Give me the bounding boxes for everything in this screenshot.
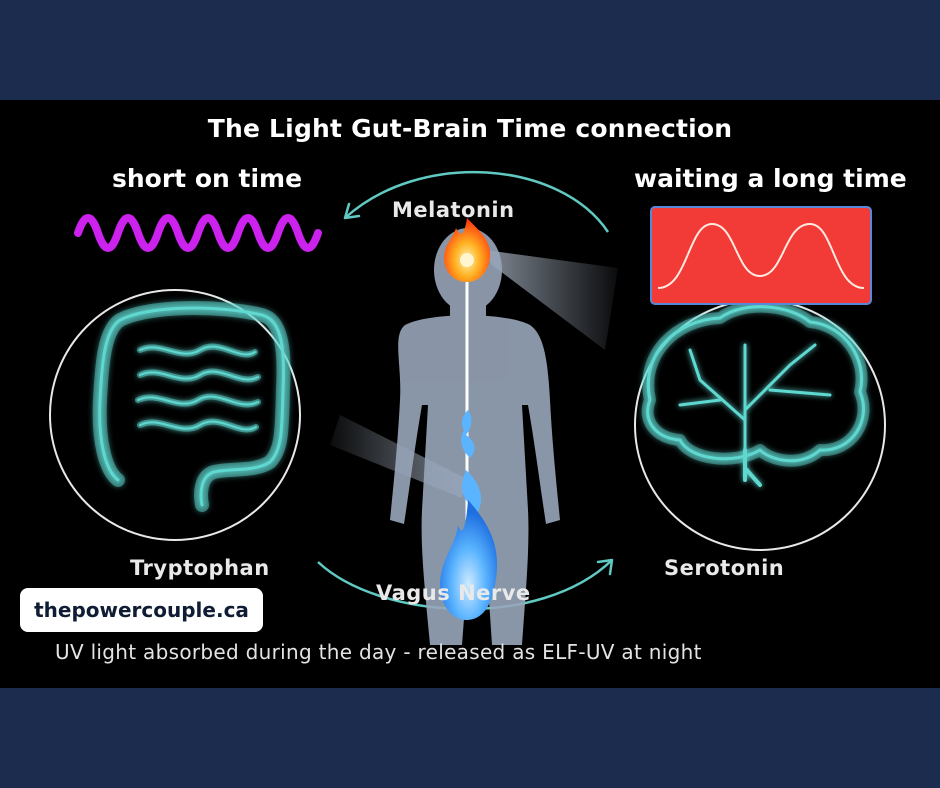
site-badge-text: thepowercouple.ca bbox=[34, 598, 249, 622]
intestine-icon bbox=[100, 308, 284, 505]
brain-icon bbox=[648, 307, 864, 485]
diagram-title: The Light Gut-Brain Time connection bbox=[0, 114, 940, 143]
waiting-long-time-caption: waiting a long time bbox=[634, 164, 907, 193]
short-wavelength-icon bbox=[78, 218, 318, 248]
red-flame-icon bbox=[444, 218, 490, 282]
short-on-time-caption: short on time bbox=[112, 164, 302, 193]
site-badge[interactable]: thepowercouple.ca bbox=[20, 588, 263, 632]
tryptophan-label: Tryptophan bbox=[130, 556, 270, 580]
vagus-nerve-label: Vagus Nerve bbox=[376, 581, 531, 605]
top-frame-band bbox=[0, 0, 940, 100]
long-wavelength-icon bbox=[651, 207, 871, 304]
melatonin-label: Melatonin bbox=[392, 198, 515, 222]
bottom-frame-band bbox=[0, 688, 940, 788]
diagram-stage: The Light Gut-Brain Time connection shor… bbox=[0, 100, 940, 688]
gut-circle bbox=[50, 290, 300, 540]
bottom-caption: UV light absorbed during the day - relea… bbox=[55, 640, 702, 664]
serotonin-label: Serotonin bbox=[664, 556, 784, 580]
